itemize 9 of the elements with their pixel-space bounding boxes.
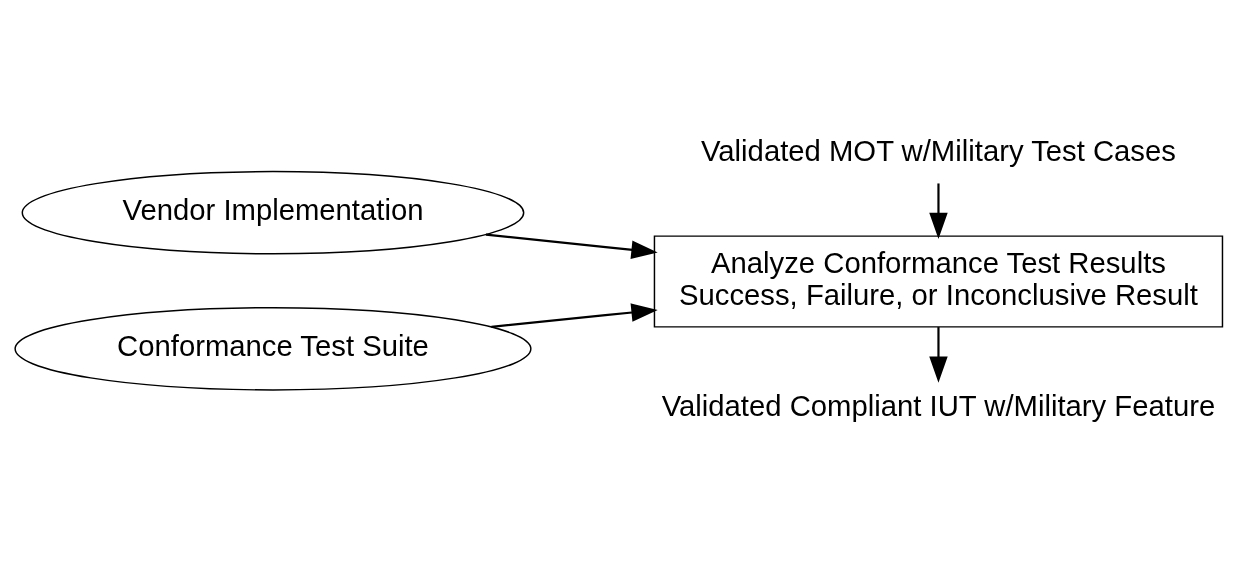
arrow: [485, 233, 658, 259]
arrow: [929, 327, 948, 383]
node-ellipse: Vendor Implementation: [21, 170, 525, 255]
node-ellipse: Conformance Test Suite: [14, 307, 532, 391]
node-text: Validated MOT w/Military Test Cases: [701, 135, 1176, 168]
node-text: Validated Compliant IUT w/Military Feature: [661, 390, 1216, 423]
arrow: [929, 183, 948, 240]
node-box: Analyze Conformance Test Results Success, Failure, or Inconclusive Result: [653, 235, 1224, 328]
arrow: [491, 303, 658, 328]
